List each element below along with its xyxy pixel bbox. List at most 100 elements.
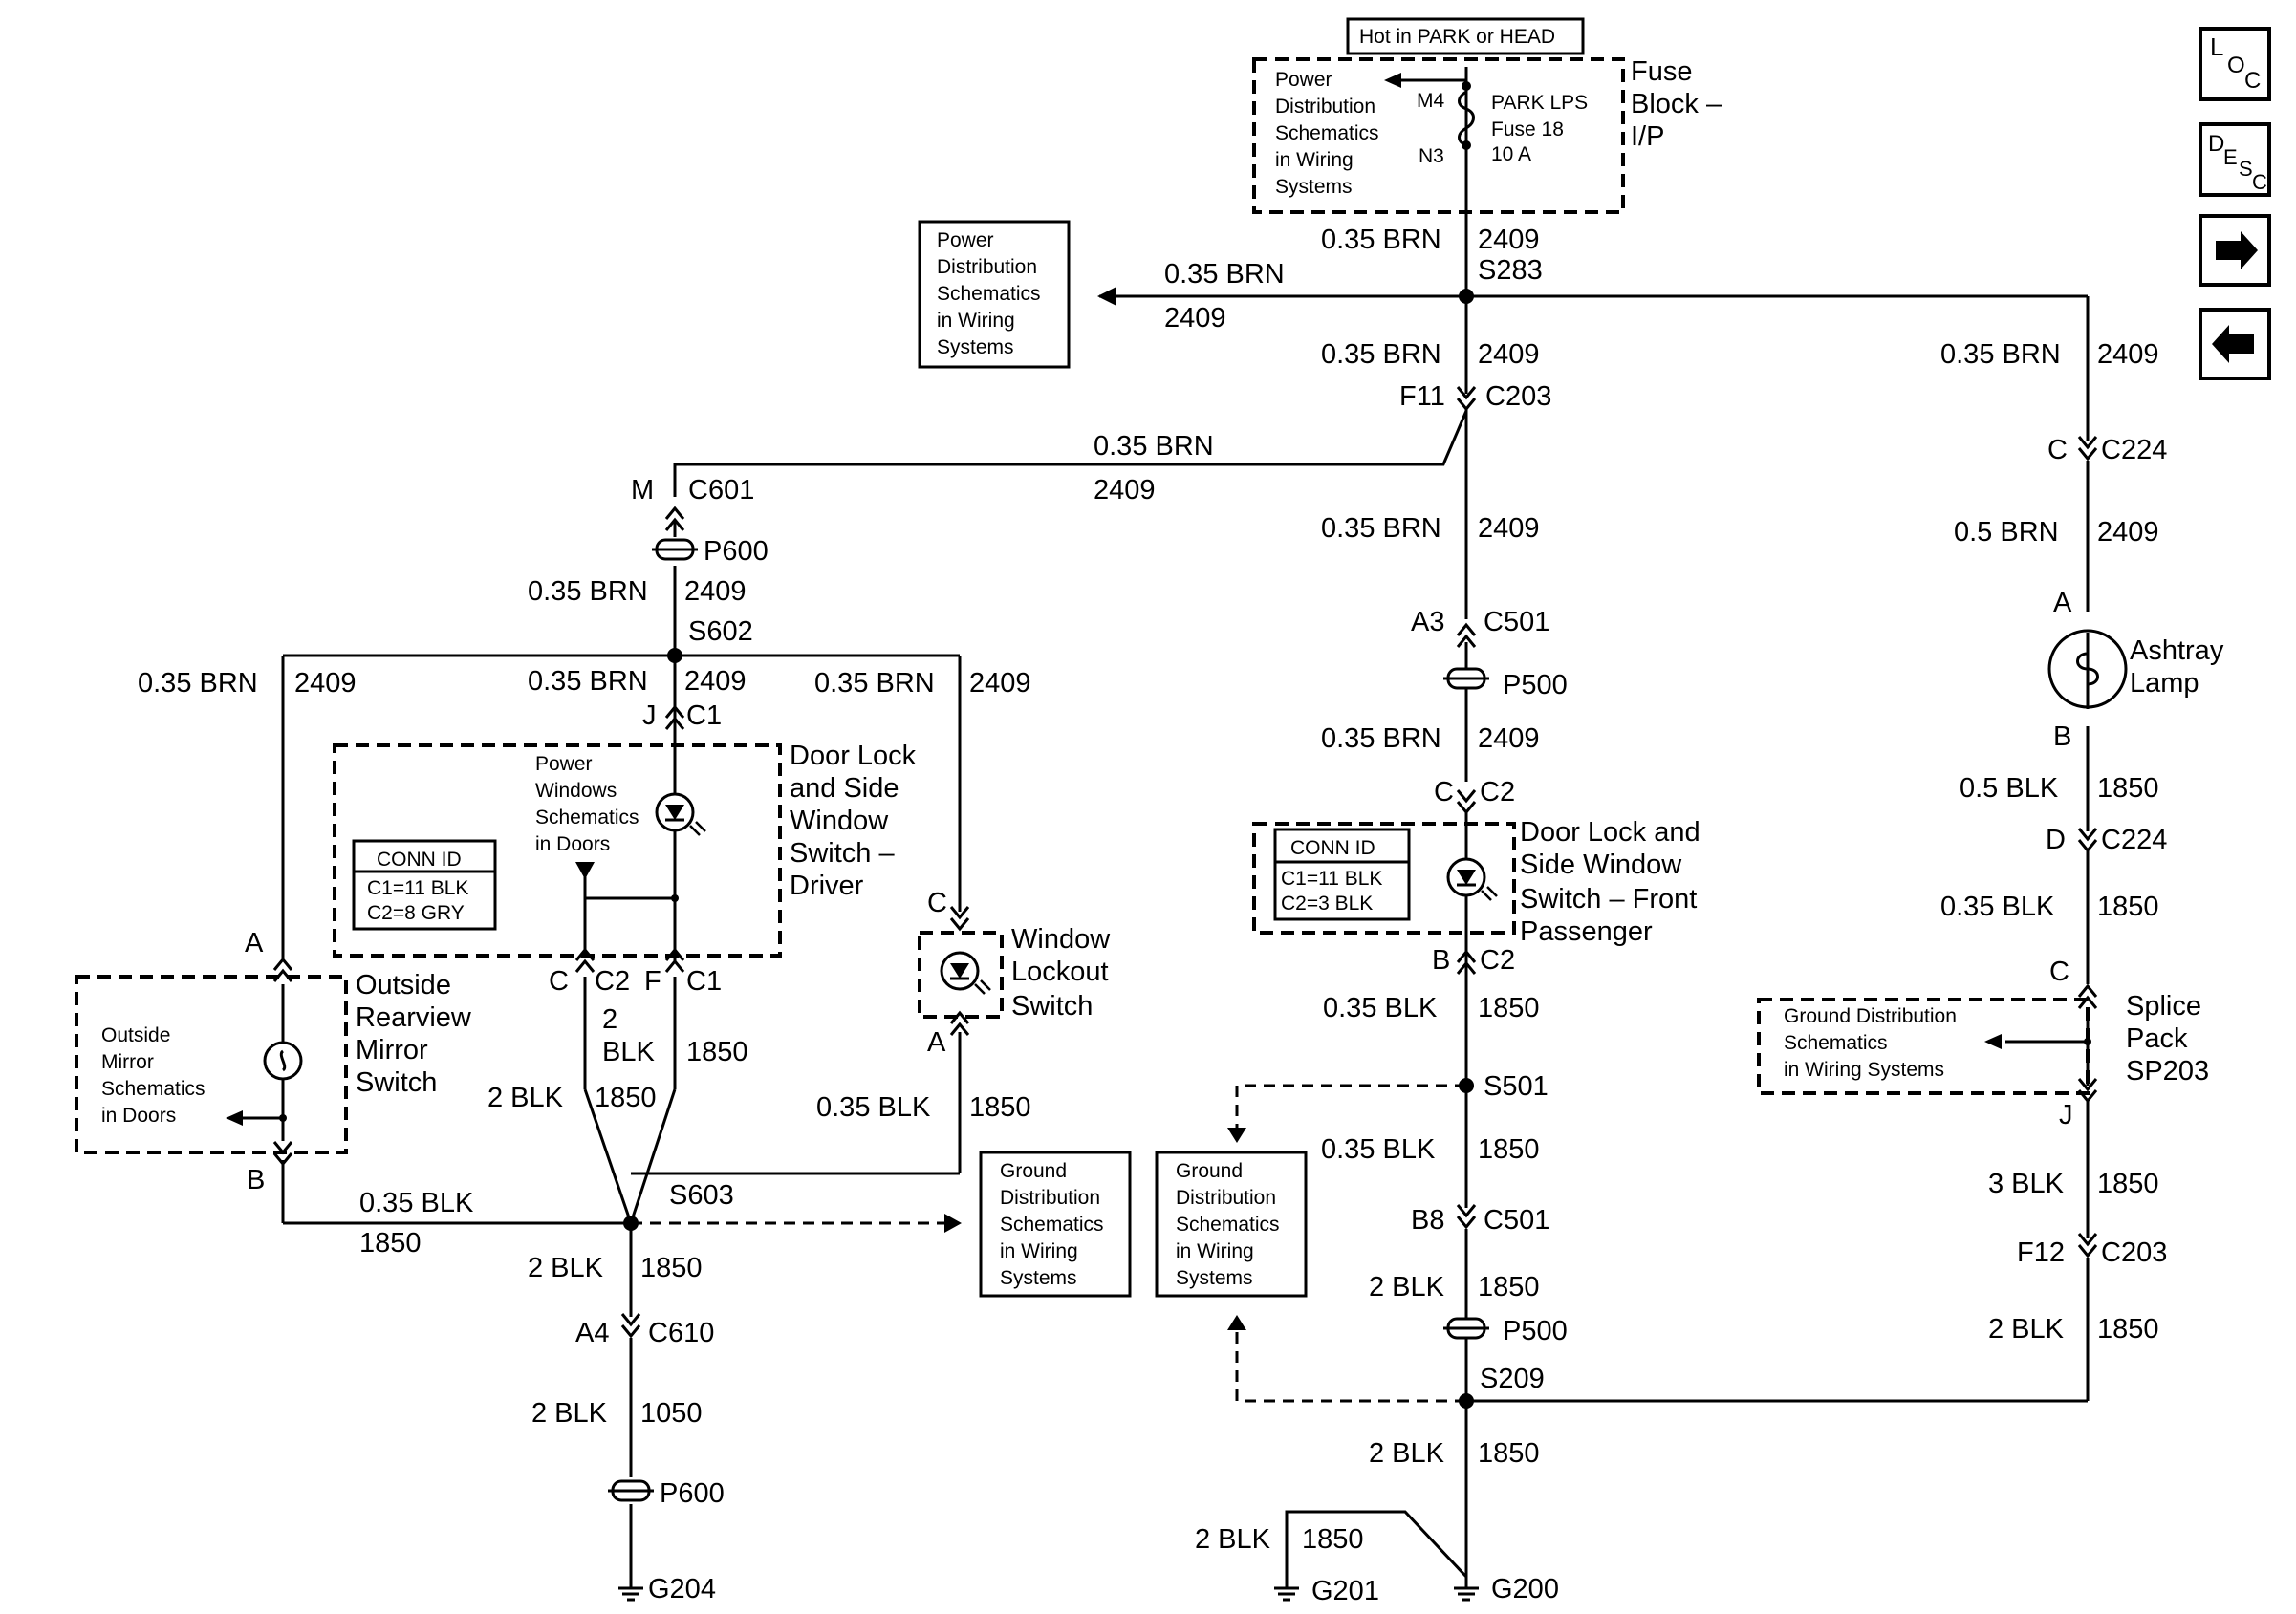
arrow-left-icon xyxy=(2212,325,2254,363)
dashed-outlines xyxy=(75,57,2090,1403)
svg-text:C501: C501 xyxy=(1484,607,1549,637)
ground-ref-box-2[interactable] xyxy=(1155,1151,1308,1298)
svg-text:in Doors: in Doors xyxy=(101,1105,176,1127)
svg-text:D: D xyxy=(2208,131,2224,157)
svg-text:0.35 BRN: 0.35 BRN xyxy=(1321,225,1441,255)
svg-text:BLK: BLK xyxy=(602,1037,655,1067)
svg-text:S: S xyxy=(2239,157,2253,181)
svg-text:0.35 BRN: 0.35 BRN xyxy=(138,668,258,699)
svg-text:1850: 1850 xyxy=(686,1037,748,1067)
svg-text:C2=8 GRY: C2=8 GRY xyxy=(367,902,465,924)
svg-text:2409: 2409 xyxy=(1478,225,1540,255)
svg-text:C: C xyxy=(1434,777,1454,807)
svg-text:Outside: Outside xyxy=(356,970,451,1001)
svg-text:Schematics: Schematics xyxy=(535,807,639,829)
svg-text:C2: C2 xyxy=(1480,777,1515,807)
svg-text:E: E xyxy=(2223,145,2238,169)
svg-text:C2: C2 xyxy=(595,966,630,997)
splice-s501: S501 xyxy=(1484,1071,1549,1102)
svg-text:CONN ID: CONN ID xyxy=(377,849,462,871)
fuse-line: Fuse 18 xyxy=(1491,118,1564,140)
svg-text:B: B xyxy=(2053,721,2071,752)
svg-text:Outside: Outside xyxy=(101,1024,170,1046)
svg-text:Mirror: Mirror xyxy=(356,1035,428,1065)
svg-text:Windows: Windows xyxy=(535,780,617,802)
svg-text:2 BLK: 2 BLK xyxy=(1988,1314,2065,1345)
svg-text:2409: 2409 xyxy=(2097,517,2159,548)
svg-text:1850: 1850 xyxy=(1478,993,1540,1023)
svg-text:C: C xyxy=(2049,957,2069,987)
svg-text:0.5 BRN: 0.5 BRN xyxy=(1954,517,2059,548)
svg-text:C610: C610 xyxy=(648,1318,714,1348)
svg-text:A: A xyxy=(2053,588,2072,618)
svg-text:Switch –: Switch – xyxy=(790,838,895,869)
desc-button[interactable] xyxy=(2199,122,2271,197)
svg-text:1850: 1850 xyxy=(969,1092,1031,1123)
svg-text:Passenger: Passenger xyxy=(1520,916,1653,947)
svg-text:C1=11 BLK: C1=11 BLK xyxy=(1281,868,1382,890)
svg-text:C2: C2 xyxy=(1480,945,1515,976)
svg-text:2409: 2409 xyxy=(969,668,1031,699)
svg-text:0.35 BRN: 0.35 BRN xyxy=(1164,259,1285,290)
svg-text:0.35 BRN: 0.35 BRN xyxy=(1321,339,1441,370)
arrow-right-icon xyxy=(2216,231,2258,269)
svg-text:Schematics: Schematics xyxy=(1000,1214,1104,1236)
svg-text:2409: 2409 xyxy=(1094,475,1156,506)
fuse-line: 10 A xyxy=(1491,143,1531,165)
svg-text:Ashtray: Ashtray xyxy=(2130,635,2224,666)
svg-text:C203: C203 xyxy=(2101,1237,2167,1268)
svg-text:2409: 2409 xyxy=(684,576,747,607)
svg-text:C1: C1 xyxy=(686,700,722,731)
svg-text:C1: C1 xyxy=(686,966,722,997)
power-ref-box[interactable] xyxy=(918,220,1071,369)
fuse-block-title: Block – xyxy=(1631,89,1722,119)
svg-text:Schematics: Schematics xyxy=(1176,1214,1280,1236)
svg-text:1050: 1050 xyxy=(640,1398,703,1429)
svg-text:2409: 2409 xyxy=(1478,513,1540,544)
svg-text:Mirror: Mirror xyxy=(101,1051,154,1073)
svg-text:Systems: Systems xyxy=(1000,1267,1077,1289)
connector-symbols xyxy=(272,385,2098,1502)
svg-text:Schematics: Schematics xyxy=(101,1078,206,1100)
svg-text:B: B xyxy=(1432,945,1450,976)
splice-dots xyxy=(623,81,1474,1409)
svg-text:and Side: and Side xyxy=(790,773,899,804)
svg-text:0.35 BLK: 0.35 BLK xyxy=(816,1092,931,1123)
svg-text:Ground Distribution: Ground Distribution xyxy=(1784,1005,1957,1027)
svg-text:SP203: SP203 xyxy=(2126,1056,2209,1087)
svg-text:1850: 1850 xyxy=(1478,1272,1540,1302)
svg-text:A4: A4 xyxy=(575,1318,609,1348)
svg-text:2409: 2409 xyxy=(294,668,357,699)
fuse-line: PARK LPS xyxy=(1491,92,1588,114)
svg-text:P500: P500 xyxy=(1503,1316,1568,1346)
svg-text:C501: C501 xyxy=(1484,1205,1549,1236)
svg-text:2409: 2409 xyxy=(2097,339,2159,370)
svg-text:F11: F11 xyxy=(1399,381,1445,412)
ground-ref-box-1[interactable] xyxy=(979,1151,1132,1298)
loc-button[interactable] xyxy=(2199,27,2271,101)
svg-text:Distribution: Distribution xyxy=(1000,1187,1100,1209)
svg-text:0.5 BLK: 0.5 BLK xyxy=(1960,773,2059,804)
svg-text:Rearview: Rearview xyxy=(356,1002,472,1033)
svg-text:Door Lock: Door Lock xyxy=(790,741,917,771)
svg-text:1850: 1850 xyxy=(1478,1438,1540,1469)
svg-text:Lamp: Lamp xyxy=(2130,668,2199,699)
svg-text:Pack: Pack xyxy=(2126,1023,2188,1054)
svg-text:0.35 BRN: 0.35 BRN xyxy=(528,576,648,607)
svg-text:Lockout: Lockout xyxy=(1011,957,1109,987)
svg-text:L: L xyxy=(2210,32,2223,61)
svg-text:Systems: Systems xyxy=(937,336,1014,358)
svg-text:1850: 1850 xyxy=(595,1083,657,1113)
svg-text:C1=11 BLK: C1=11 BLK xyxy=(367,877,468,899)
svg-text:0.35 BRN: 0.35 BRN xyxy=(528,666,648,697)
switch-internals xyxy=(226,629,2128,1141)
svg-text:Systems: Systems xyxy=(1176,1267,1253,1289)
svg-text:0.35 BLK: 0.35 BLK xyxy=(359,1188,474,1218)
svg-text:C: C xyxy=(2047,435,2068,465)
svg-text:Distribution: Distribution xyxy=(1176,1187,1276,1209)
svg-text:in Doors: in Doors xyxy=(535,833,610,855)
svg-text:F12: F12 xyxy=(2017,1237,2065,1268)
svg-text:M: M xyxy=(631,475,654,506)
fuse-ref-line: Distribution xyxy=(1275,96,1375,118)
